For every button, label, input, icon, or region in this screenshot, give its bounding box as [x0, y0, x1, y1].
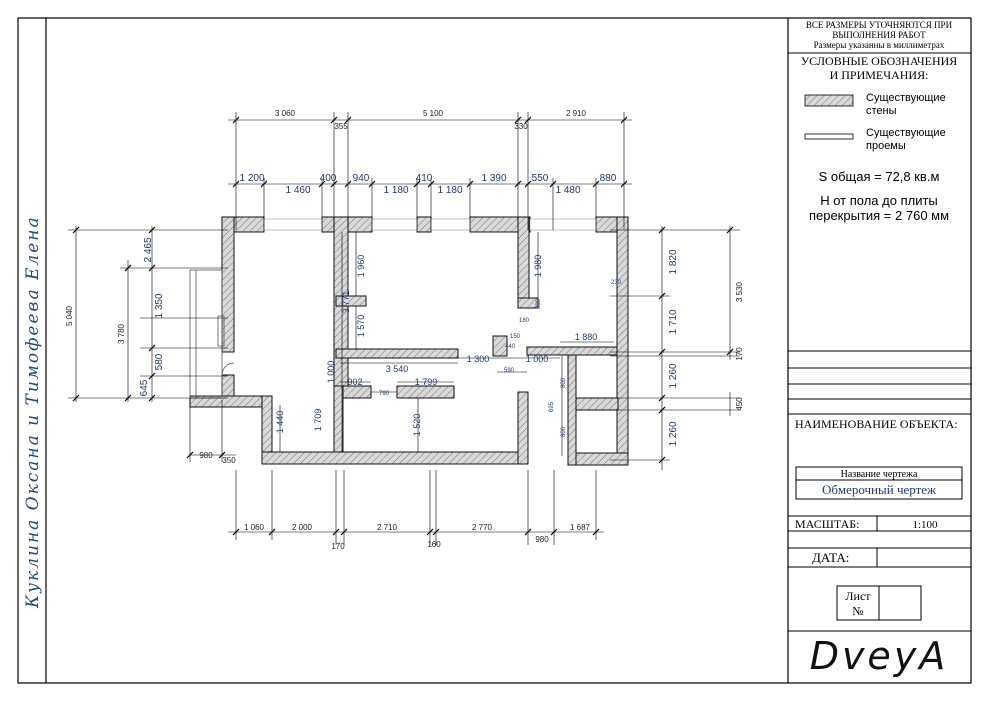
dim-int-18: 150: [510, 334, 521, 340]
dim-top-inner-5: 1 180: [383, 185, 408, 196]
object-name-label: НАИМЕНОВАНИЕ ОБЪЕКТА:: [795, 417, 958, 431]
dim-int-8: 902: [347, 377, 362, 387]
scale-label: МАСШТАБ:: [795, 517, 859, 531]
sheet-label-2: №: [852, 604, 863, 618]
dim-top-inner-7: 1 180: [437, 185, 462, 196]
dim-int-14: 1 000: [526, 354, 549, 364]
date-label: ДАТА:: [812, 550, 849, 565]
dim-bottom-6: 170: [331, 542, 345, 551]
dim-right-7: 450: [735, 397, 744, 411]
dim-int-1: 1 960: [356, 255, 366, 278]
dim-top-outer-5: 2 910: [566, 109, 587, 118]
dim-int-3: 1 570: [356, 315, 366, 338]
dim-right-3: 230: [611, 280, 622, 286]
ceiling-height-2: перекрытия = 2 760 мм: [809, 208, 949, 223]
notes-line-2: ВЫПОЛНЕНИЯ РАБОТ: [832, 30, 926, 40]
notes-line-3: Размеры указанны в миллиметрах: [814, 40, 945, 50]
dim-top-outer-3: 5 100: [423, 109, 444, 118]
dim-int-23: 800: [561, 426, 567, 437]
dim-int-17: 180: [519, 318, 530, 324]
dim-int-5: 1 709: [313, 409, 323, 432]
dim-top-inner-11: 880: [600, 173, 617, 184]
legend-openings-text-2: проемы: [866, 140, 906, 152]
company-logo: DveyA: [810, 634, 949, 678]
dim-top-inner-2: 1 460: [285, 185, 310, 196]
dim-right-8: 1 260: [668, 421, 679, 446]
legend-walls-text-2: стены: [866, 105, 897, 117]
dim-right-4: 1 710: [668, 309, 679, 334]
dim-left-1: 5 040: [65, 305, 74, 326]
dim-int-2: 3 771: [341, 291, 351, 314]
dim-int-22: 695: [549, 401, 555, 412]
legend-title-2: И ПРИМЕЧАНИЯ:: [830, 68, 929, 82]
dim-right-1: 1 820: [668, 249, 679, 274]
dim-int-11: 1 520: [412, 414, 422, 437]
dim-int-9: 790: [379, 391, 390, 397]
dim-int-20: 1 880: [575, 332, 598, 342]
scale-value: 1:100: [912, 519, 938, 531]
dimension-ticks: [72, 116, 734, 536]
dim-top-outer-4: 330: [514, 122, 528, 131]
ceiling-height-1: Н от пола до плиты: [820, 193, 938, 208]
dim-left-4: 1 350: [154, 293, 165, 318]
dim-int-19: 440: [505, 344, 516, 350]
dim-left-3: 2 465: [143, 237, 154, 262]
dim-top-outer-1: 3 060: [275, 109, 296, 118]
title-block: ВСЕ РАЗМЕРЫ УТОЧНЯЮТСЯ ПРИ ВЫПОЛНЕНИЯ РА…: [788, 20, 971, 678]
dim-top-inner-8: 1 390: [481, 173, 506, 184]
dim-int-4: 1 000: [326, 361, 336, 384]
drawing-name-label: Название чертежа: [841, 469, 918, 480]
dim-top-inner-6: 410: [416, 173, 433, 184]
dim-int-10: 1 799: [415, 377, 438, 387]
dim-right-6: 1 260: [668, 363, 679, 388]
dim-int-15: 1 980: [533, 255, 543, 278]
dimension-labels: 3 060 355 5 100 330 2 910 1 200 1 460 40…: [65, 109, 744, 551]
side-authors-text: Куклина Оксана и Тимофеева Елена: [23, 215, 43, 609]
dim-bottom-left-2: 350: [222, 456, 236, 465]
dim-bottom-3: 2 710: [377, 523, 398, 532]
dim-top-inner-3: 400: [320, 173, 337, 184]
dim-right-2: 3 530: [735, 281, 744, 302]
dim-left-2: 3 780: [117, 323, 126, 344]
dim-int-16: 330: [536, 298, 542, 309]
dim-bottom-left-1: 980: [199, 451, 213, 460]
dim-int-21: 800: [561, 377, 567, 388]
dim-bottom-7: 160: [427, 540, 441, 549]
dim-bottom-2: 2 000: [292, 523, 313, 532]
dim-bottom-5: 1 687: [570, 523, 591, 532]
dim-left-6: 645: [139, 379, 150, 396]
dim-top-inner-1: 1 200: [239, 173, 264, 184]
dim-left-5: 580: [154, 353, 165, 370]
dim-top-inner-10: 1 480: [555, 185, 580, 196]
drawing-name-box: [795, 466, 963, 500]
legend-title-1: УСЛОВНЫЕ ОБОЗНАЧЕНИЯ: [801, 54, 958, 68]
dim-bottom-1: 1 060: [244, 523, 265, 532]
dim-int-7: 3 540: [386, 364, 409, 374]
dim-top-inner-9: 550: [532, 173, 549, 184]
legend-wall-swatch: [804, 94, 854, 107]
drawing-name-value: Обмерочный чертеж: [822, 482, 937, 497]
notes-line-1: ВСЕ РАЗМЕРЫ УТОЧНЯЮТСЯ ПРИ: [806, 20, 953, 30]
dim-int-6: 1 440: [275, 411, 285, 434]
legend-opening-swatch: [804, 133, 854, 140]
dim-top-inner-4: 940: [353, 173, 370, 184]
legend-walls-text-1: Существующие: [866, 92, 946, 104]
dim-int-12: 1 300: [467, 354, 490, 364]
dim-right-5: 170: [735, 347, 744, 361]
total-area: S общая = 72,8 кв.м: [819, 169, 940, 184]
dimension-lines: [68, 112, 740, 545]
dim-bottom-8: 980: [535, 535, 549, 544]
sheet-label-1: Лист: [845, 589, 871, 603]
legend-openings-text-1: Существующие: [866, 127, 946, 139]
dim-int-13: 590: [504, 368, 515, 374]
dim-bottom-4: 2 770: [472, 523, 493, 532]
dim-top-outer-2: 355: [334, 122, 348, 131]
